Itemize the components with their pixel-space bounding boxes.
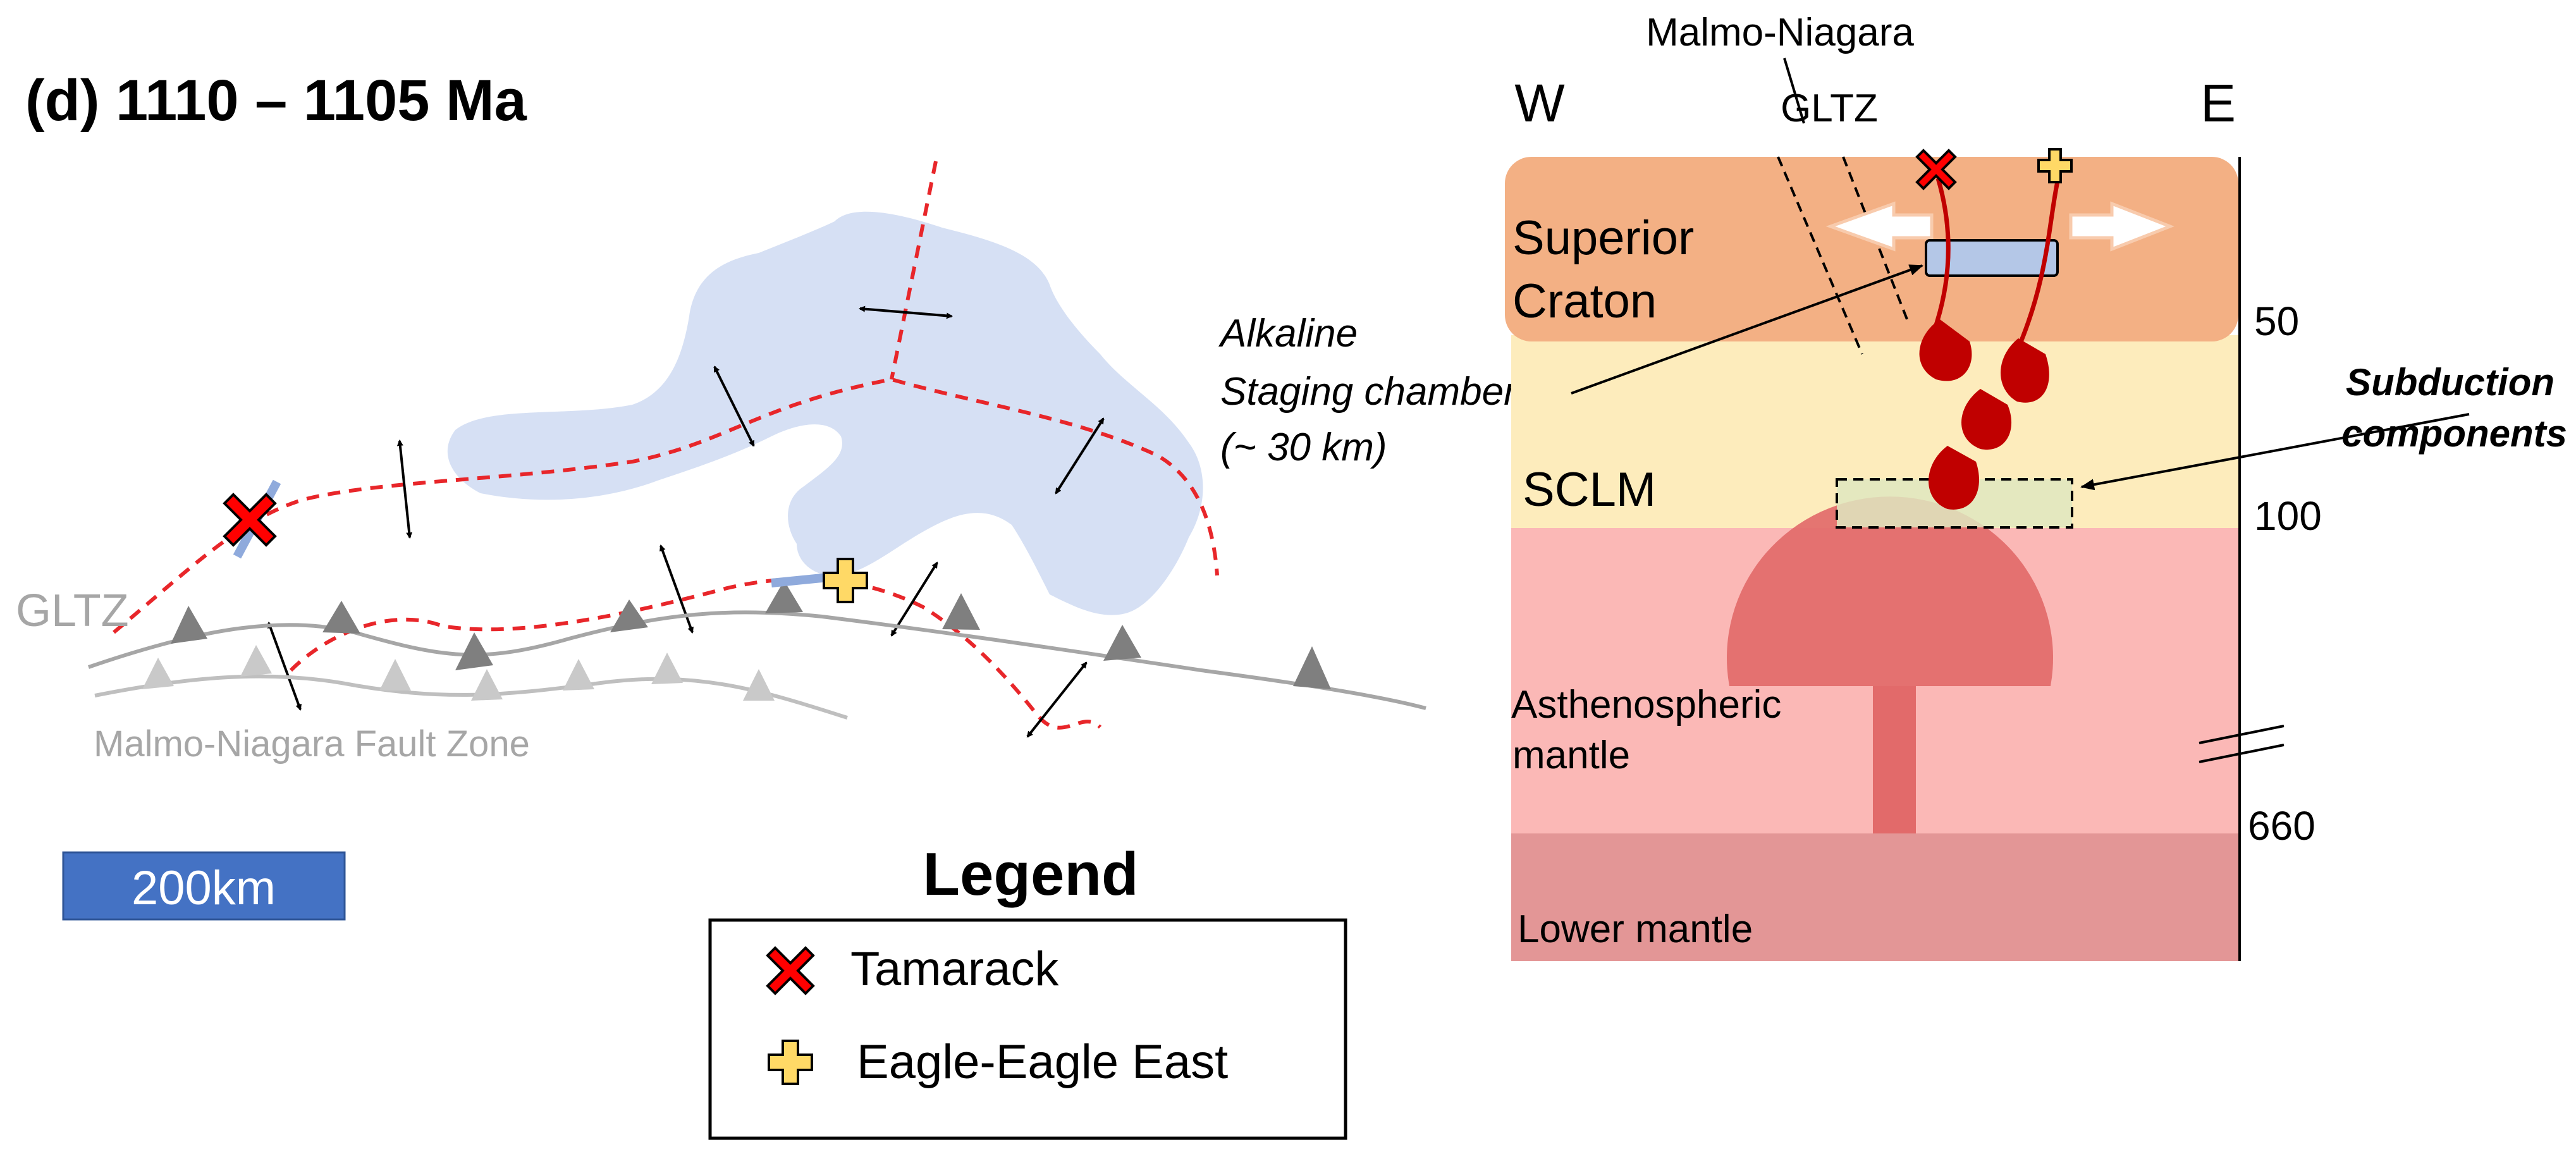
extension-arrow-east [2069, 201, 2174, 252]
subduction-label-line: components [2341, 412, 2567, 455]
map: GLTZ Malmo-Niagara Fault Zone Alkaline S… [16, 161, 1518, 765]
rift-line [289, 577, 1102, 730]
extension-arrow [890, 562, 938, 637]
fault-tooth [142, 658, 174, 689]
fault-tooth [563, 659, 594, 691]
tamarack-map-icon [223, 493, 277, 547]
magma-conduit [1932, 178, 1951, 330]
fault-tooth [1293, 646, 1331, 689]
section-gltz-label: GLTZ [1781, 87, 1878, 130]
fault-tooth [240, 645, 272, 677]
axis-break-line [2199, 725, 2285, 744]
extension-arrow [713, 366, 755, 447]
extension-arrows [267, 305, 1105, 738]
fault-tooth [471, 669, 503, 701]
fault-zone-label: Malmo-Niagara Fault Zone [94, 723, 530, 765]
scale-bar-rect [62, 851, 346, 921]
east-label: E [2200, 73, 2236, 133]
depth-label-50: 50 [2254, 298, 2299, 344]
scale-bar: 200km [62, 851, 346, 921]
malmo-niagara-label: Malmo-Niagara [1646, 11, 1914, 54]
lower-mantle-layer [1511, 833, 2238, 961]
red-x-icon [766, 946, 815, 995]
extension-arrow [1026, 661, 1088, 738]
extension-arrow [396, 439, 413, 539]
subduction-leader-arrow [2080, 413, 2470, 491]
gltz-teeth [171, 580, 1331, 689]
asthenosphere-label-line: mantle [1512, 734, 1630, 777]
craton-label-line: Craton [1512, 274, 1657, 328]
eagle-map-icon [823, 558, 868, 603]
axis-break-line [2199, 744, 2285, 763]
malmo-niagara-teeth [142, 645, 775, 701]
panel-title: (d) 1110 – 1105 Ma [25, 68, 527, 133]
plume-tail [1873, 686, 1916, 833]
magma-droplet [2000, 338, 2049, 403]
sclm-label: SCLM [1523, 463, 1656, 517]
magma-conduits [1932, 178, 2061, 352]
extension-arrow [659, 544, 694, 634]
section-fault-line [1777, 156, 1863, 355]
fault-tooth [1103, 625, 1141, 661]
magma-droplet [1929, 446, 1979, 510]
staging-chamber-leader-arrow [1571, 264, 1923, 395]
magma-droplet [1961, 389, 2012, 450]
staging-chamber-label: Alkaline Staging chamber (~ 30 km) [1218, 312, 1518, 469]
eagle-section-icon [2037, 148, 2073, 183]
magma-droplets [1919, 319, 2049, 510]
malmo-niagara-leader [1783, 58, 1805, 124]
fault-tooth [455, 632, 493, 670]
plume-head [1727, 496, 2054, 686]
legend-item-tamarack: Tamarack [850, 942, 1059, 996]
cross-section: 50 100 660 W E Malmo-Niagara GLTZ Superi… [1505, 11, 2567, 961]
staging-chamber-line: Staging chamber [1220, 370, 1518, 414]
legend: Legend Tamarack Eagle-Eagle East [708, 840, 1347, 1140]
legend-item-eagle: Eagle-Eagle East [857, 1035, 1228, 1089]
rift-line [890, 161, 938, 380]
fault-tooth [610, 599, 648, 632]
yellow-plus-icon [768, 1040, 813, 1085]
fault-tooth [171, 606, 207, 644]
subduction-label-line: Subduction [2346, 361, 2555, 403]
malmo-niagara-fault-line [94, 674, 848, 720]
depth-label-100: 100 [2254, 493, 2322, 539]
lake-superior [447, 211, 1203, 615]
fault-tooth [322, 601, 360, 634]
legend-title: Legend [923, 840, 1138, 908]
fault-tooth [651, 653, 683, 684]
depth-label-660: 660 [2248, 803, 2315, 849]
extension-arrow [267, 622, 302, 711]
scale-bar-label: 200km [132, 861, 276, 915]
map-gltz-label: GLTZ [16, 586, 129, 636]
fault-tooth [743, 669, 775, 701]
extension-arrow-west [1825, 201, 1934, 252]
extension-arrow [859, 305, 953, 319]
fault-tooth [765, 580, 803, 613]
staging-chamber-line: (~ 30 km) [1220, 426, 1387, 469]
staging-chamber [1925, 239, 2059, 277]
axis-break [2199, 725, 2285, 763]
legend-box [708, 918, 1347, 1140]
fault-tooth [942, 593, 980, 630]
asthenosphere-label-line: Asthenospheric [1511, 683, 1781, 727]
magma-conduit [2015, 178, 2061, 352]
craton-label-line: Superior [1512, 211, 1694, 265]
staging-chamber-line: Alkaline [1218, 312, 1358, 355]
tamarack-section-icon [1915, 149, 1957, 190]
fault-tooth [379, 659, 411, 691]
magma-droplet [1919, 319, 1972, 381]
gltz-fault-line [88, 610, 1426, 710]
extension-arrow [1055, 417, 1105, 494]
lower-mantle-label: Lower mantle [1518, 907, 1753, 951]
west-label: W [1514, 73, 1564, 133]
